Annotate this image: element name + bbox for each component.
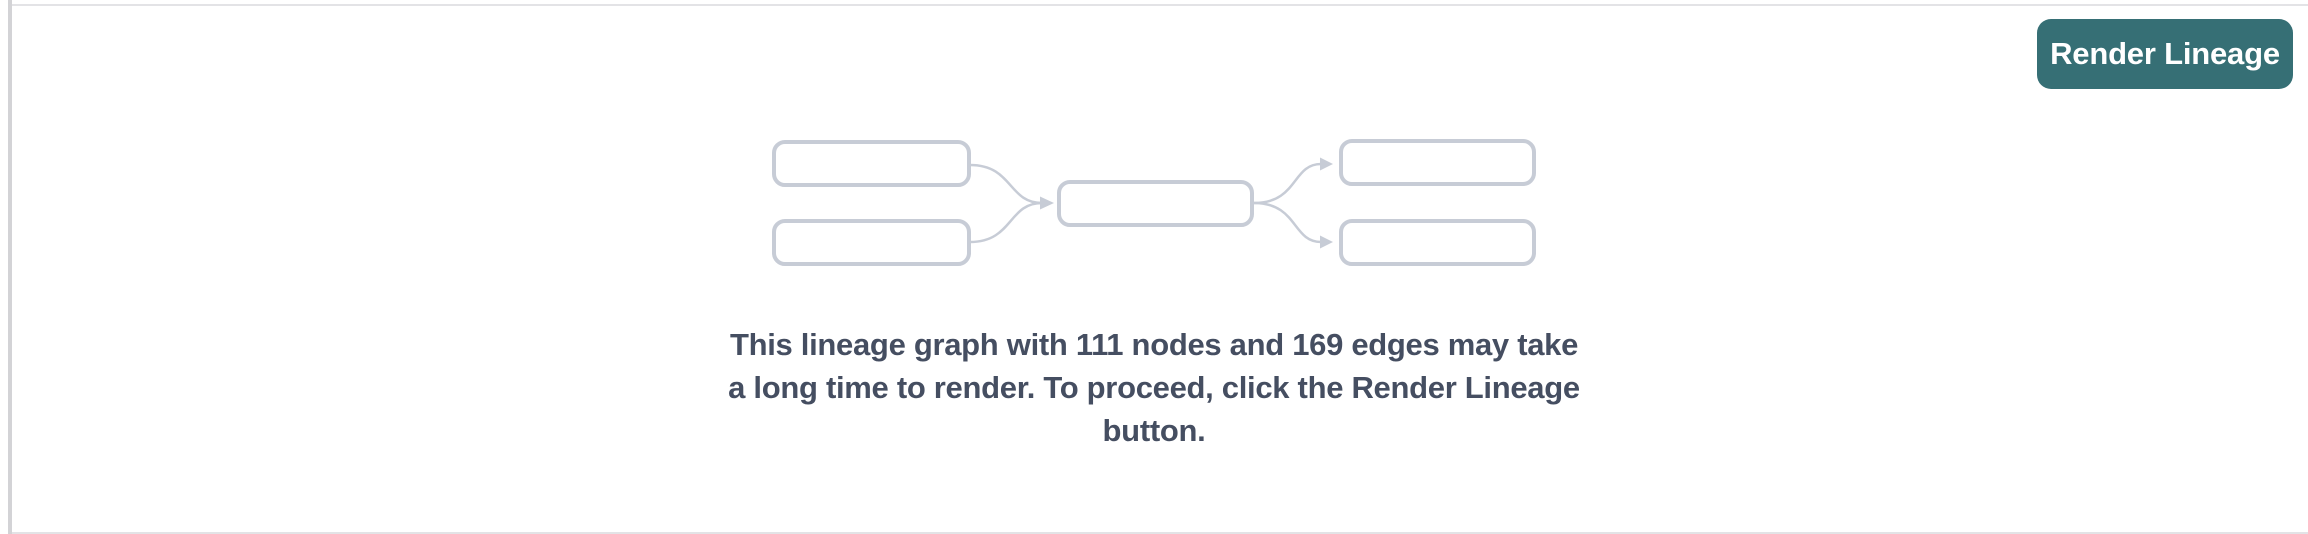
render-lineage-button[interactable]: Render Lineage [2037, 19, 2293, 89]
node-box-center [1057, 180, 1254, 227]
arrowhead-icon [1040, 196, 1054, 210]
node-box-right-top [1339, 139, 1536, 186]
lineage-empty-state: This lineage graph with 111 nodes and 16… [304, 139, 2004, 452]
arrowhead-icon [1320, 157, 1333, 171]
lineage-edge [1253, 162, 1322, 205]
message-line: This lineage graph with 111 nodes and 16… [729, 327, 1579, 362]
message-line: a long time to render. To proceed, click… [728, 370, 1580, 405]
lineage-edge [969, 163, 1043, 205]
node-box-left-bottom [772, 219, 971, 266]
node-box-left-top [772, 140, 971, 187]
pane-bottom-divider [12, 532, 2308, 534]
node-box-right-bottom [1339, 219, 1536, 266]
lineage-warning-message: This lineage graph with 111 nodes and 16… [304, 323, 2004, 452]
message-line: button. [1102, 413, 1206, 448]
lineage-graph-illustration [772, 139, 1536, 266]
lineage-edge [969, 201, 1043, 244]
panel-resize-divider[interactable] [8, 0, 12, 534]
lineage-edge [1253, 201, 1322, 244]
arrowhead-icon [1320, 235, 1333, 249]
pane-top-divider [12, 4, 2308, 6]
